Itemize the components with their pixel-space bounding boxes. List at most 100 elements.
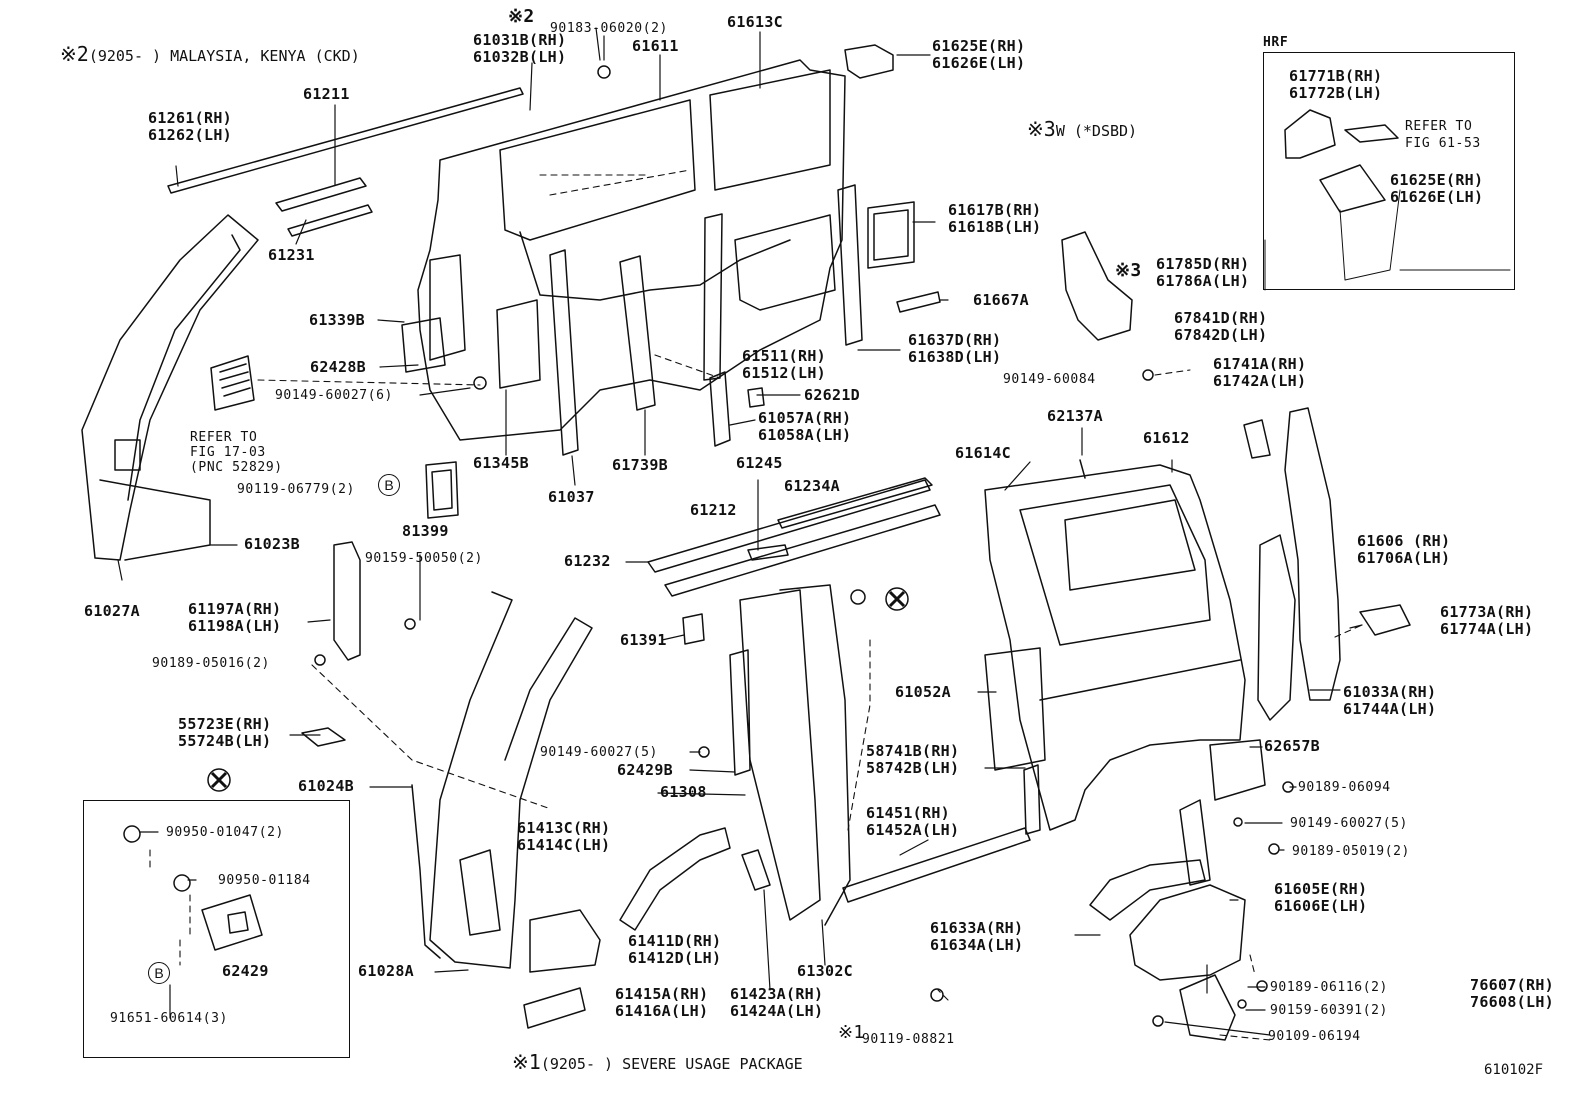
label-62429b: 62429B: [617, 761, 673, 779]
label-90950-01047: 90950-01047(2): [166, 825, 284, 840]
rocker-panel: [842, 827, 1031, 903]
label-61606: 61606 (RH) 61706A(LH): [1357, 532, 1451, 567]
label-61023: 61023B: [244, 535, 300, 553]
label-61211: 61211: [303, 85, 350, 103]
label-90109-06194: 90109-06194: [1268, 1029, 1361, 1044]
label-90119-08821-mark: ※1: [838, 1022, 865, 1043]
note-2: ※2(9205- ) MALAYSIA, KENYA (CKD): [60, 42, 360, 66]
label-61741: 61741A(RH) 61742A(LH): [1213, 355, 1307, 390]
label-76607: 76607(RH) 76608(LH): [1470, 976, 1554, 1011]
label-55723: 55723E(RH) 55724B(LH): [178, 715, 272, 750]
label-61037: 61037: [548, 488, 595, 506]
label-61785: 61785D(RH) 61786A(LH): [1156, 255, 1250, 290]
label-61197: 61197A(RH) 61198A(LH): [188, 600, 282, 635]
label-61605: 61605E(RH) 61606E(LH): [1274, 880, 1368, 915]
label-90119-08821: 90119-08821: [862, 1032, 955, 1047]
label-61057: 61057A(RH) 61058A(LH): [758, 409, 852, 444]
note-3-text: W (*DSBD): [1055, 122, 1138, 140]
hrf-part-61771: 61771B(RH) 61772B(LH): [1289, 67, 1383, 102]
label-note2-mark: ※2: [508, 6, 535, 27]
label-61613: 61613C: [727, 13, 783, 31]
hrf-part-61625: 61625E(RH) 61626E(LH): [1390, 171, 1484, 206]
label-61245: 61245: [736, 454, 783, 472]
pillar-reinforcement: [333, 541, 361, 661]
front-pillar-assembly: [81, 214, 259, 561]
label-61345: 61345B: [473, 454, 529, 472]
wheel-arch-61411: [619, 827, 731, 931]
label-61033: 61033A(RH) 61744A(LH): [1343, 683, 1437, 718]
roof-side-bracket: [1061, 231, 1133, 341]
label-61027: 61027A: [84, 602, 140, 620]
label-61339: 61339B: [309, 311, 365, 329]
hrf-inset-box: [1263, 52, 1515, 290]
label-90149-60084: 90149-60084: [1003, 372, 1096, 387]
label-61308: 61308: [660, 783, 707, 801]
lamp-81399: [425, 461, 459, 519]
label-61302: 61302C: [797, 962, 853, 980]
rear-corner-pillar: [1257, 407, 1341, 721]
label-61413: 61413C(RH) 61414C(LH): [517, 819, 611, 854]
fasteners: [123, 65, 1294, 1027]
rear-wheelhouse: [1089, 799, 1246, 981]
label-62428: 62428B: [310, 358, 366, 376]
refer-fig-17-03: REFER TO FIG 17-03 (PNC 52829): [190, 430, 283, 475]
label-61611: 61611: [632, 37, 679, 55]
pad-62621: [747, 387, 765, 408]
label-58741: 58741B(RH) 58742B(LH): [866, 742, 960, 777]
label-90189-05016: 90189-05016(2): [152, 656, 270, 671]
upper-corner-bracket: [844, 44, 894, 79]
note-2-mark: ※2: [60, 42, 89, 66]
bracket-61423: [741, 849, 771, 891]
label-61232: 61232: [564, 552, 611, 570]
label-67841: 67841D(RH) 67842D(LH): [1174, 309, 1268, 344]
label-91651-60614: 91651-60614(3): [110, 1011, 228, 1026]
label-62621: 62621D: [804, 386, 860, 404]
label-61451: 61451(RH) 61452A(LH): [866, 804, 960, 839]
label-61423: 61423A(RH) 61424A(LH): [730, 985, 824, 1020]
note-3-mark: ※3: [1027, 117, 1056, 141]
floor-crossmembers: [647, 477, 941, 597]
leader-lines: [117, 27, 1363, 1036]
ventilator-louver: [210, 355, 255, 411]
label-note3-mark: ※3: [1115, 260, 1142, 281]
label-61612: 61612: [1143, 429, 1190, 447]
x-marker-icon: [207, 768, 231, 792]
label-90149-60027-5b: 90149-60027(5): [1290, 816, 1408, 831]
label-90950-01184: 90950-01184: [218, 873, 311, 888]
label-61667: 61667A: [973, 291, 1029, 309]
label-90159-60391: 90159-60391(2): [1270, 1003, 1388, 1018]
label-61234: 61234A: [784, 477, 840, 495]
trim-61415: [523, 987, 586, 1029]
marker-b-lower: B: [148, 962, 170, 984]
label-90189-06116: 90189-06116(2): [1270, 980, 1388, 995]
note-1: ※1(9205- ) SEVERE USAGE PACKAGE: [512, 1050, 803, 1074]
cap-61773: [1359, 604, 1411, 636]
label-61614: 61614C: [955, 444, 1011, 462]
label-61028: 61028A: [358, 962, 414, 980]
inner-panel-61052: [984, 647, 1046, 771]
hrf-refer-note: REFER TO FIG 61-53: [1405, 119, 1481, 151]
dashed-phantom-lines: [149, 169, 1363, 1041]
label-61411: 61411D(RH) 61412D(LH): [628, 932, 722, 967]
x-marker-icon: [885, 587, 909, 611]
roof-drip-molding: [167, 87, 524, 194]
label-61024: 61024B: [298, 777, 354, 795]
label-61511: 61511(RH) 61512(LH): [742, 347, 826, 382]
label-90189-06094: 90189-06094: [1298, 780, 1391, 795]
note-2-text: (9205- ) MALAYSIA, KENYA (CKD): [88, 47, 360, 65]
label-61415: 61415A(RH) 61416A(LH): [615, 985, 709, 1020]
label-61739: 61739B: [612, 456, 668, 474]
clip-55723: [301, 727, 346, 747]
label-61031: 61031B(RH) 61032B(LH): [473, 31, 567, 66]
label-90119-06779: 90119-06779(2): [237, 482, 355, 497]
label-61231: 61231: [268, 246, 315, 264]
label-62137: 62137A: [1047, 407, 1103, 425]
label-61625: 61625E(RH) 61626E(LH): [932, 37, 1026, 72]
note-3: ※3W (*DSBD): [1027, 117, 1137, 141]
figure-code: 610102F: [1484, 1062, 1544, 1078]
label-90149-60027-5a: 90149-60027(5): [540, 745, 658, 760]
bracket-61245: [747, 544, 789, 561]
label-61633: 61633A(RH) 61634A(LH): [930, 919, 1024, 954]
